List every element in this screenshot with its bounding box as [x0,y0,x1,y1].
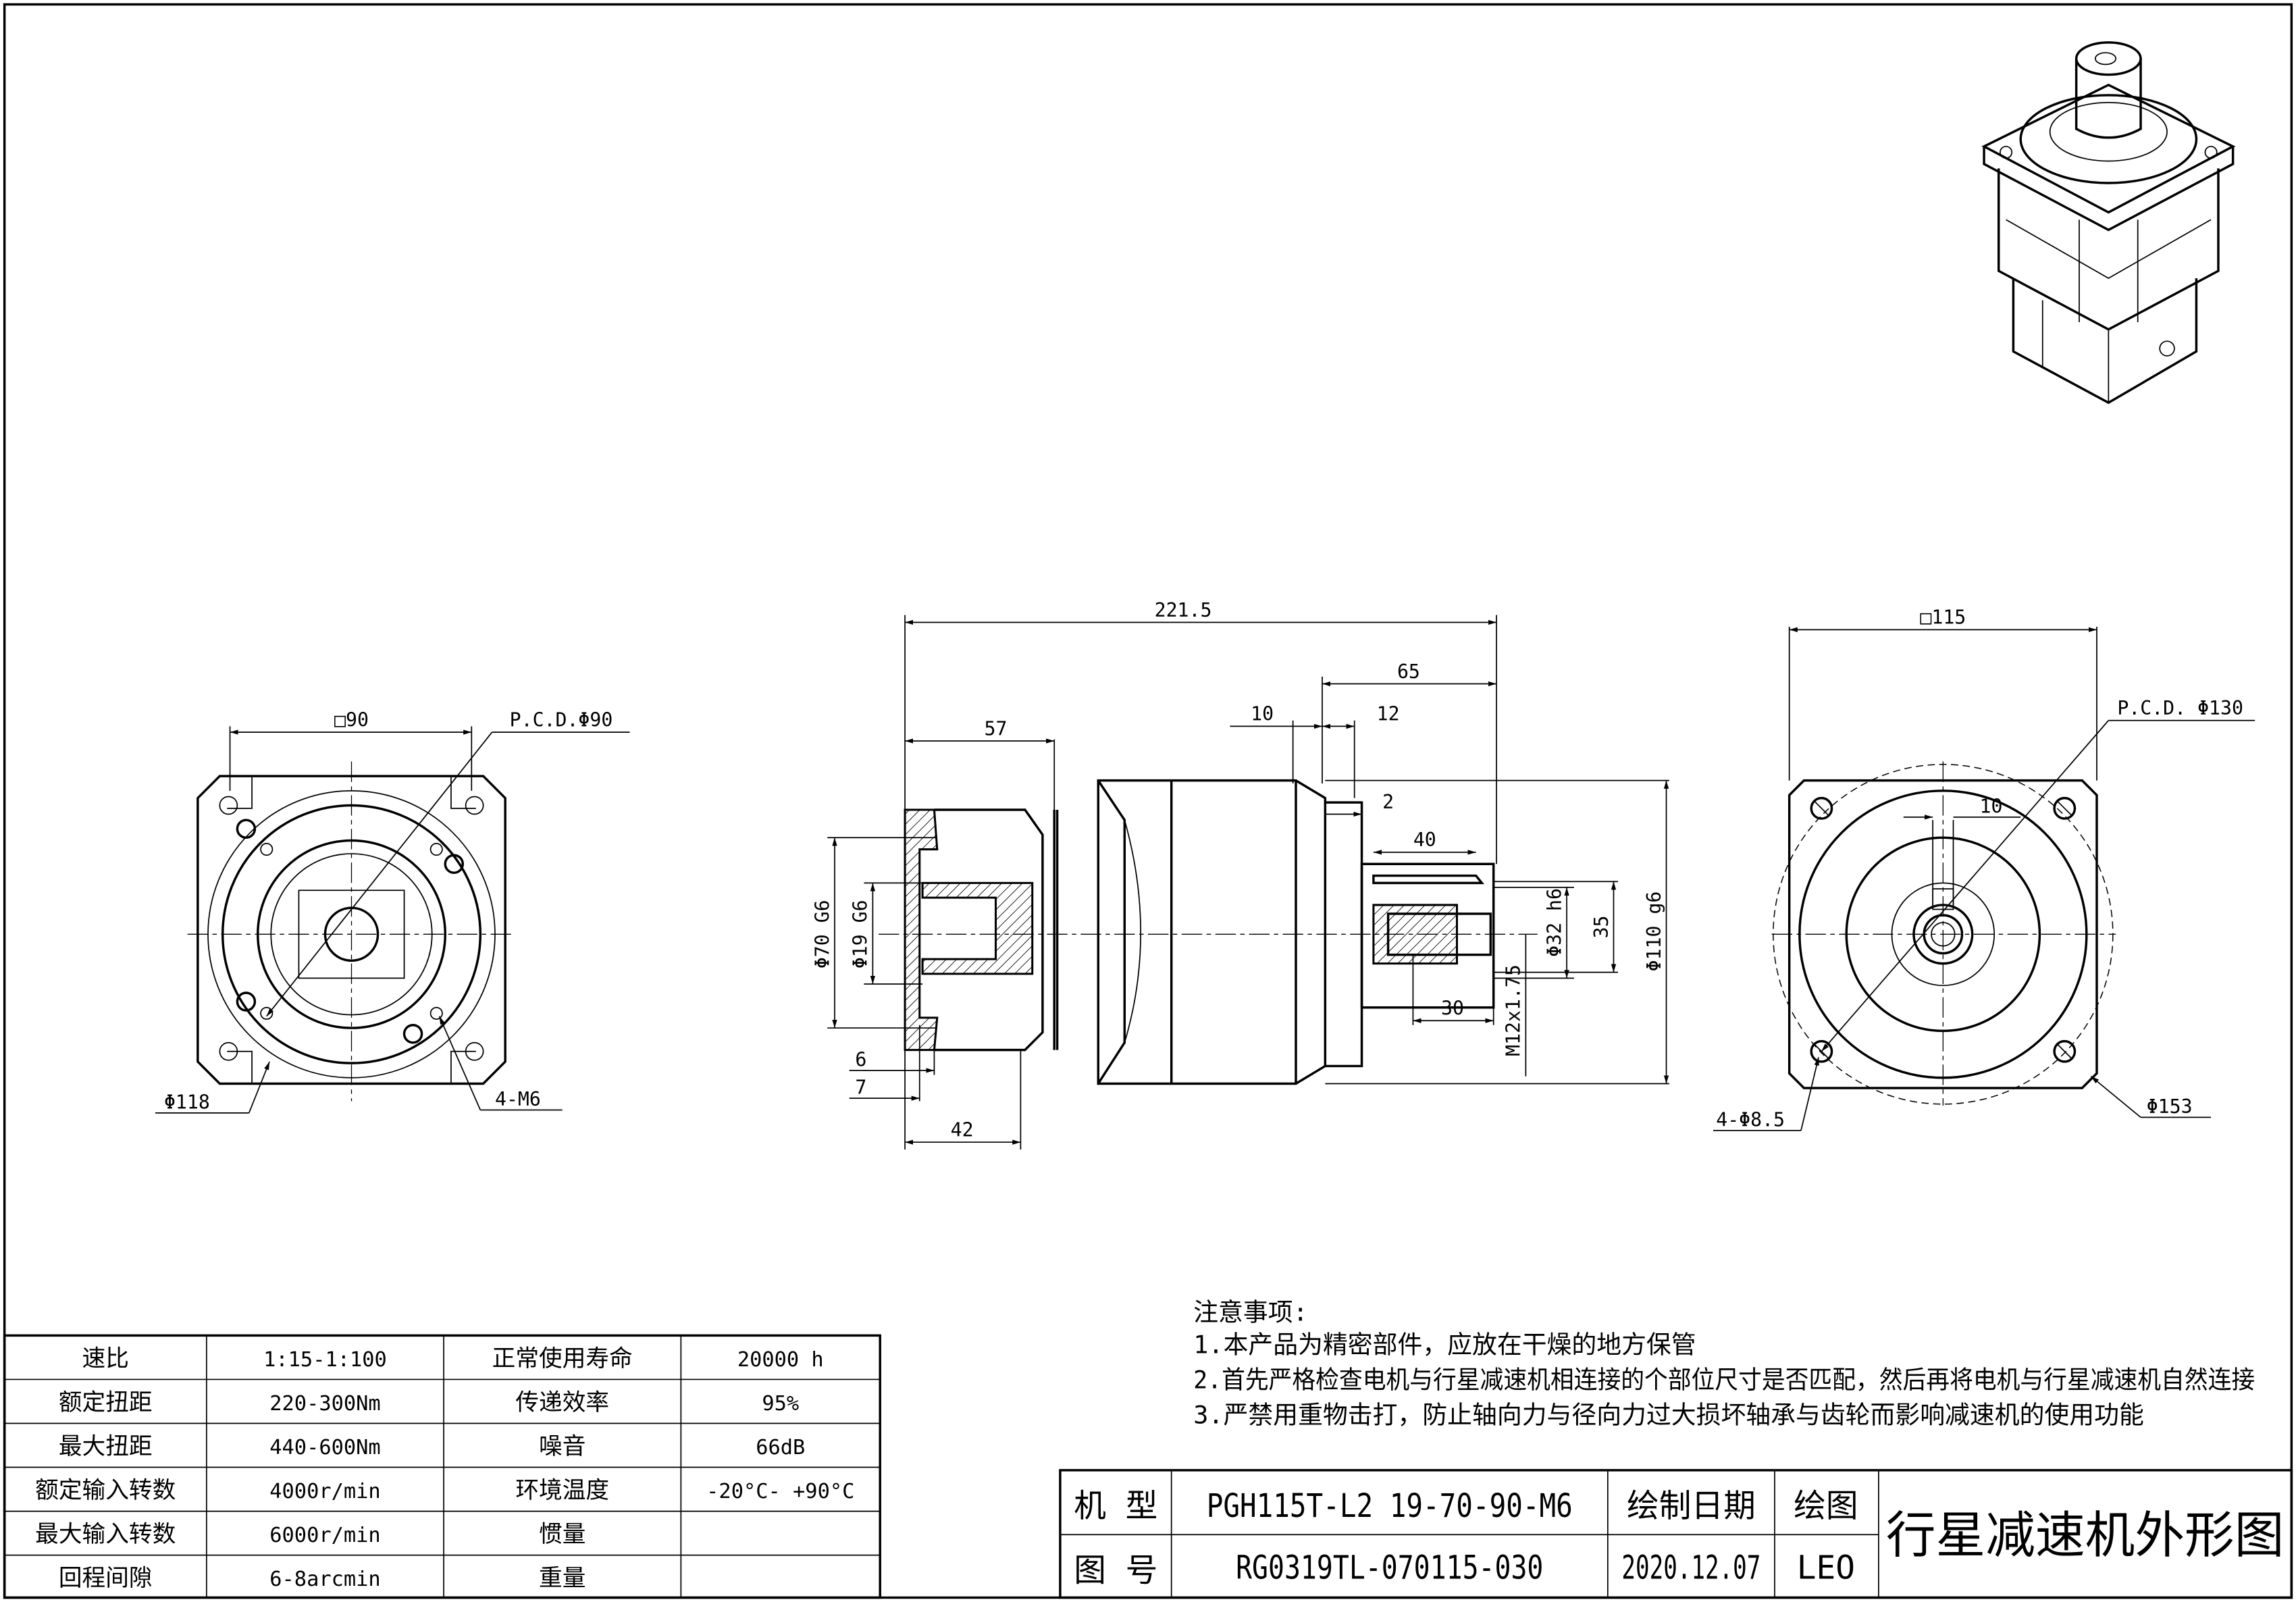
dim-square-115: □115 [1920,606,1966,629]
dim-221-5: 221.5 [1155,599,1212,621]
note-line: 1.本产品为精密部件，应放在干燥的地方保管 [1193,1330,1696,1359]
dim-10: 10 [1251,703,1274,725]
dim-12: 12 [1377,703,1400,725]
spec-cell-value1: 6-8arcmin [269,1568,380,1591]
dim-dia-153: Φ153 [2147,1095,2193,1118]
input-flange-view: □90 P.C.D.Φ90 Φ118 4-M6 [155,708,630,1114]
dim-dia-110: Φ110 g6 [1643,892,1665,972]
drawing-no-value: RG0319TL-070115-030 [1236,1549,1543,1586]
spec-cell-label1: 额定输入转数 [35,1477,176,1504]
spec-cell-label2: 正常使用寿命 [492,1345,633,1372]
dim-65: 65 [1397,661,1420,683]
spec-cell-value2: 20000 h [737,1348,824,1372]
drawing-no-label: 图 号 [1074,1553,1157,1590]
spec-cell-value1: 4000r/min [269,1480,380,1503]
dim-57: 57 [985,717,1008,740]
spec-cell-value1: 220-300Nm [269,1392,380,1416]
dim-2: 2 [1382,791,1394,813]
drawing-title: 行星减速机外形图 [1886,1507,2285,1564]
dim-42: 42 [951,1119,974,1141]
notes-title: 注意事项: [1193,1298,1308,1327]
isometric-view [1981,41,2236,405]
spec-cell-label2: 传递效率 [515,1389,609,1416]
spec-cell-value2: 95% [762,1392,799,1416]
spec-cell-label1: 速比 [82,1345,129,1372]
spec-cell-value2: -20°C- +90°C [706,1480,854,1503]
dim-40: 40 [1413,829,1436,851]
model-label: 机 型 [1074,1488,1157,1525]
dim-35: 35 [1590,916,1613,939]
dim-m12: M12x1.75 [1503,964,1525,1056]
note-line: 3.严禁用重物击打，防止轴向力与径向力过大损坏轴承与齿轮而影响减速机的使用功能 [1193,1400,2144,1429]
spec-cell-label1: 最大输入转数 [35,1521,176,1548]
spec-table: 速比 1:15-1:100 正常使用寿命 20000 h 额定扭距 220-300Nm 传递… [3,1334,881,1599]
dim-dia-70: Φ70 G6 [811,900,833,968]
spec-cell-value1: 440-600Nm [269,1436,380,1459]
dim-key-10: 10 [1980,795,2003,817]
dim-7: 7 [855,1077,866,1099]
dim-dia-32: Φ32 h6 [1543,888,1565,957]
dim-dia-19: Φ19 G6 [850,900,872,968]
spec-cell-label2: 重量 [539,1565,585,1592]
spec-cell-label2: 噪音 [539,1433,585,1460]
dim-6: 6 [855,1048,866,1070]
title-block: 机 型 PGH115T-L2 19-70-90-M6 绘制日期 绘图 图 号 R… [1059,1469,2293,1599]
dim-4-hole: 4-Φ8.5 [1716,1108,1785,1131]
dim-pcd-130: P.C.D. Φ130 [2117,697,2243,719]
dim-pcd-90: P.C.D.Φ90 [510,708,613,731]
dim-dia-118: Φ118 [164,1091,210,1113]
dim-4-m6: 4-M6 [495,1088,541,1110]
spec-cell-value1: 6000r/min [269,1524,380,1547]
model-value: PGH115T-L2 19-70-90-M6 [1207,1488,1573,1525]
spec-cell-label1: 最大扭距 [59,1433,153,1460]
spec-cell-value1: 1:15-1:100 [263,1348,387,1372]
notes: 注意事项: 1.本产品为精密部件，应放在干燥的地方保管 2.首先严格检查电机与行… [1193,1298,2255,1430]
dim-30: 30 [1441,998,1464,1020]
spec-cell-label2: 惯量 [539,1521,585,1548]
spec-cell-label1: 回程间隙 [59,1565,153,1592]
output-flange-view: □115 P.C.D. Φ130 10 4-Φ8.5 Φ153 [1713,606,2255,1131]
spec-cell-value2: 66dB [756,1436,805,1459]
dim-square-90: □90 [334,708,369,731]
drawn-label: 绘图 [1794,1488,1858,1525]
date-label: 绘制日期 [1627,1488,1756,1525]
drawn-value: LEO [1797,1549,1855,1586]
spec-cell-label2: 环境温度 [515,1477,609,1504]
note-line: 2.首先严格检查电机与行星减速机相连接的个部位尺寸是否匹配，然后再将电机与行星减… [1193,1365,2255,1394]
date-value: 2020.12.07 [1621,1549,1760,1586]
side-section-view: 221.5 65 57 10 12 2 40 30 Φ70 G6 Φ19 G6 … [811,599,1669,1150]
spec-cell-label1: 额定扭距 [59,1389,153,1416]
